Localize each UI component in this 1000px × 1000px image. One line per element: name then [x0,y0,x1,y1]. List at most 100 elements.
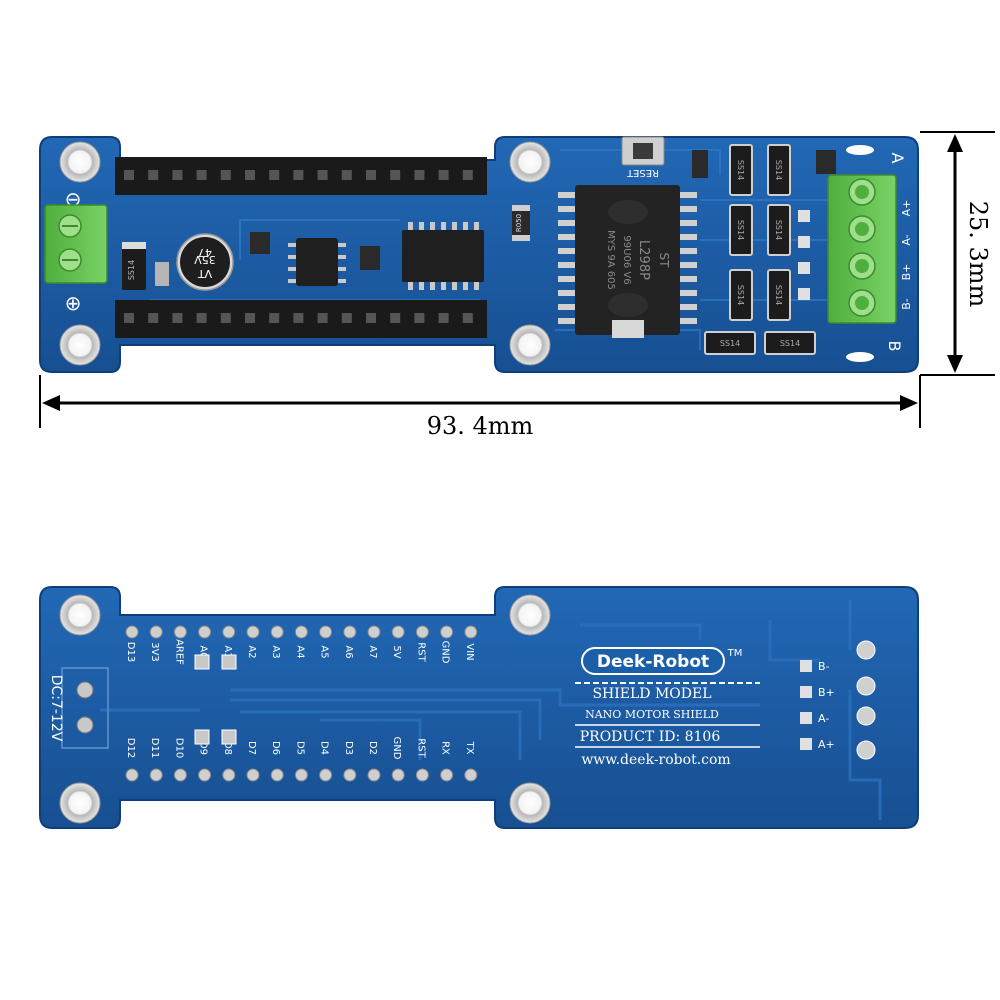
smd-component [155,262,169,286]
mount-hole [59,141,101,183]
header-socket [317,170,328,180]
mount-hole [509,324,551,366]
l298p-driver-chip: ST L298P 99U06 V6 MYS 9A 605 [558,185,697,338]
header-socket [341,313,352,323]
pin-label: RST [415,642,426,662]
pin-label: AREF [173,639,184,665]
header-socket [438,313,449,323]
pin-pad [125,768,139,782]
svg-text:TM: TM [727,648,743,659]
channel-a-label: A [888,153,907,164]
soic-chip [288,238,346,286]
svg-text:A+: A+ [900,200,913,217]
header-socket [269,313,280,323]
pin-pad [198,768,212,782]
pin-pad [125,625,139,639]
mount-hole [509,141,551,183]
pin-pad [367,768,381,782]
header-socket [341,170,352,180]
pin-pad [222,768,236,782]
pin-pad [415,625,429,639]
svg-text:SS14: SS14 [774,285,783,305]
pin-pad [149,768,163,782]
pin-label: A3 [270,645,281,658]
header-socket [172,170,183,180]
pin-pad [343,768,357,782]
header-socket [317,313,328,323]
pin-label: D4 [319,741,330,755]
pin-label: TX [464,741,475,755]
power-pad [76,716,94,734]
smd-resistor [692,150,708,178]
pin-label: D13 [125,642,136,662]
svg-text:R050: R050 [515,214,523,232]
pin-pad [294,625,308,639]
pin-pad [319,768,333,782]
svg-text:A-: A- [900,234,913,245]
header-socket [245,313,255,323]
pin-label: A6 [343,645,354,658]
header-socket [462,313,473,323]
svg-text:B-: B- [818,660,830,673]
led-a [846,145,874,155]
header-socket [245,170,255,180]
diode [764,331,816,355]
website: www.deek-robot.com [581,752,730,768]
mount-hole [59,594,101,636]
pin-label: RX [440,741,451,755]
svg-text:SS14: SS14 [774,220,783,240]
pin-pad [464,625,478,639]
top-motor-pin-labels: A+ A- B+ B- [900,200,913,310]
svg-text:SS14: SS14 [720,339,740,348]
model-title: SHIELD MODEL [592,686,711,702]
diode [767,204,791,256]
pin-pad [440,768,454,782]
pin-label: D10 [173,738,184,758]
pin-pad [270,625,284,639]
pin-label: D7 [246,741,257,755]
header-socket [293,313,304,323]
header-socket [414,313,425,323]
pin-label: RST [415,738,426,758]
reset-button [621,136,665,166]
pin-label: D6 [270,741,281,755]
header-socket [172,313,183,323]
header-socket [148,170,159,180]
header-socket [414,170,425,180]
pin-pad [198,625,212,639]
dimension-annotations [39,131,995,428]
pin-label: GND [391,737,402,760]
pin-label: D5 [294,741,305,755]
brand-logo: Deek-Robot TM [581,647,743,675]
led-b [846,352,874,362]
pin-pad [173,768,187,782]
header-bottom-row [115,300,487,338]
svg-text:B+: B+ [900,264,913,281]
header-socket [438,170,449,180]
header-socket [148,313,159,323]
dc-voltage-label: DC:7-12V [48,675,64,742]
pin-label: A2 [246,645,257,658]
svg-text:SS14: SS14 [780,339,800,348]
shunt-resistor: R050 [512,205,530,241]
diode [729,204,753,256]
pin-label: 5V [391,645,402,658]
pin-label: D12 [125,738,136,758]
product-id: PRODUCT ID: 8106 [580,729,721,745]
header-socket [390,170,401,180]
electrolytic-capacitor: 47 35V VT [176,233,234,291]
pin-pad [270,768,284,782]
svg-text:A+: A+ [818,738,835,751]
svg-text:SS14: SS14 [127,260,136,280]
channel-b-label: B [885,341,904,352]
reset-label: RESET [626,167,659,178]
pin-pad [173,625,187,639]
svg-text:SS14: SS14 [736,160,745,180]
bottom-motor-pin-labels: B- B+ A- A+ [818,660,835,751]
pin-pad [246,768,260,782]
pin-label: A0 [198,645,209,658]
diode [767,269,791,321]
pin-pad [246,625,260,639]
